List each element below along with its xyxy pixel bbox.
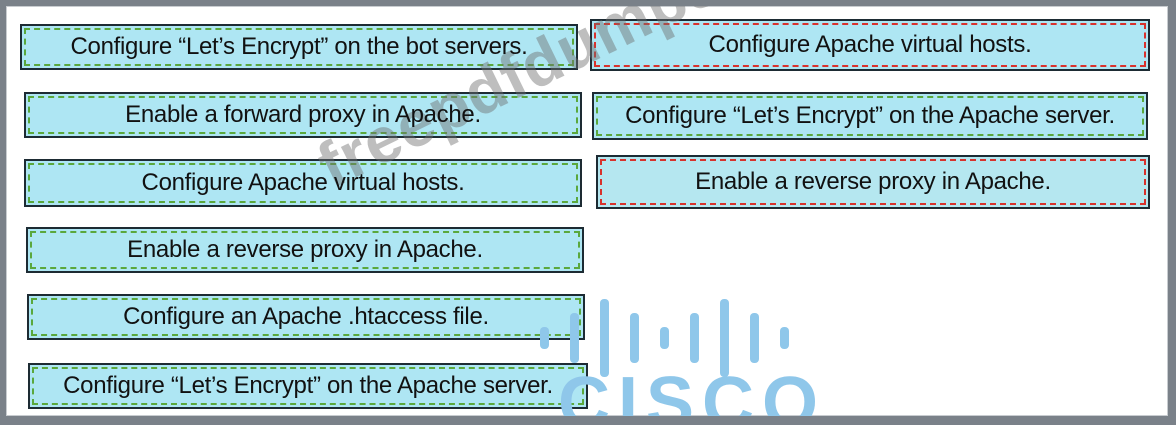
source-item-6[interactable]: Configure “Let’s Encrypt” on the Apache … (28, 363, 588, 409)
source-item-label: Configure “Let’s Encrypt” on the bot ser… (70, 33, 528, 60)
source-item-2[interactable]: Enable a forward proxy in Apache. (24, 92, 582, 138)
target-slot-2[interactable]: Configure “Let’s Encrypt” on the Apache … (592, 92, 1148, 140)
source-item-label: Enable a forward proxy in Apache. (125, 101, 481, 128)
source-item-label: Configure “Let’s Encrypt” on the Apache … (63, 372, 553, 399)
source-item-1[interactable]: Configure “Let’s Encrypt” on the bot ser… (20, 24, 578, 70)
source-item-5[interactable]: Configure an Apache .htaccess file. (27, 294, 585, 340)
drag-drop-question-panel: Configure “Let’s Encrypt” on the bot ser… (6, 6, 1168, 416)
cisco-logo-text: CISCO (558, 363, 827, 416)
target-slot-3[interactable]: Enable a reverse proxy in Apache. (596, 155, 1150, 209)
source-item-3[interactable]: Configure Apache virtual hosts. (24, 159, 582, 207)
source-item-4[interactable]: Enable a reverse proxy in Apache. (26, 227, 584, 273)
source-item-label: Configure Apache virtual hosts. (141, 169, 465, 196)
source-item-label: Enable a reverse proxy in Apache. (127, 236, 483, 263)
target-item-label: Configure Apache virtual hosts. (708, 31, 1032, 58)
target-item-label: Enable a reverse proxy in Apache. (695, 168, 1051, 195)
source-item-label: Configure an Apache .htaccess file. (123, 303, 489, 330)
target-item-label: Configure “Let’s Encrypt” on the Apache … (625, 102, 1115, 129)
target-slot-1[interactable]: Configure Apache virtual hosts. (590, 19, 1150, 71)
